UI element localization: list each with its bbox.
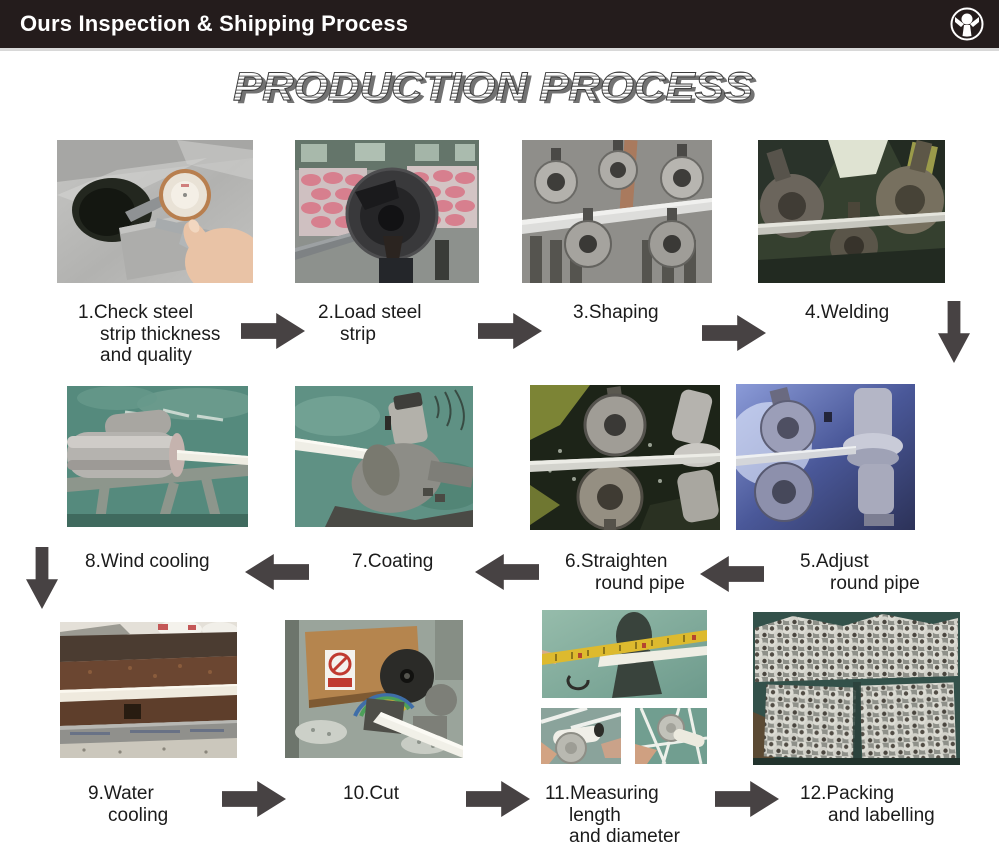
page-title: PRODUCTION PROCESS PRODUCTION PROCESS [233,65,758,112]
step-label-6: 6.Straighten round pipe [565,551,685,594]
flow-arrow-right-3-4 [702,315,766,351]
page-title-text: PRODUCTION PROCESS [233,65,753,109]
roller-assemblies [534,140,704,268]
step-label-8: 8.Wind cooling [85,551,210,572]
step-label-7: 7.Coating [352,551,434,572]
pipe-bundles [755,614,958,762]
bottom-roller [576,463,644,530]
step-label-11: 11.Measuring length and diameter [545,783,680,842]
step-label-5: 5.Adjust round pipe [800,551,920,594]
right-cylinders [671,389,720,523]
coating-head [351,392,473,513]
header-bar: Ours Inspection & Shipping Process [0,0,999,48]
step-label-10: 10.Cut [343,783,399,804]
photo-step-1-check-strip [57,140,253,283]
flow-arrow-left-7-8 [245,554,309,590]
warning-sticker [325,650,355,690]
photo-step-11-measuring-sub1 [541,708,621,764]
flow-arrow-left-5-6 [700,556,764,592]
brand-logo-icon [950,7,984,41]
hand [183,219,253,283]
flow-arrow-down-8-9 [26,547,58,609]
flow-arrow-right-9-10 [222,781,286,817]
photo-step-2-load-strip [295,140,479,283]
photo-step-9-water-cooling [60,622,237,758]
flow-arrow-right-10-11 [466,781,530,817]
left-rollers [754,387,816,522]
photo-step-3-shaping [522,140,712,283]
header-title: Ours Inspection & Shipping Process [20,11,409,36]
flow-arrow-right-11-12 [715,781,779,817]
photo-step-8-wind-cooling [67,386,248,527]
photo-step-5-adjust [736,384,915,530]
photo-step-7-coating [295,386,473,527]
step-label-4: 4.Welding [805,302,890,323]
dial-gauge [159,169,211,221]
page-title-shadow: PRODUCTION PROCESS [237,68,757,112]
saw-blade [380,649,434,703]
flow-arrow-right-1-2 [241,313,305,349]
measuring-tape [542,630,707,665]
flow-arrow-right-2-3 [478,313,542,349]
flow-arrow-left-6-7 [475,554,539,590]
step-label-1: 1.Check steel strip thickness and qualit… [78,302,221,366]
step-label-3: 3.Shaping [573,302,659,323]
header-divider [0,48,999,51]
photo-step-4-welding [758,140,945,283]
photo-step-12-packing [753,612,960,765]
step-label-2: 2.Load steel strip [318,302,422,345]
step-label-9: 9.Water cooling [88,783,169,826]
photo-step-11-measuring-main [542,610,707,698]
flow-arrow-down-4-5 [938,301,970,363]
top-roller [583,386,647,457]
step-label-12: 12.Packing and labelling [800,783,935,826]
cooling-cylinder [67,432,185,478]
photo-step-10-cut [285,620,463,758]
right-cylinder-stack [843,388,903,526]
photo-step-11-measuring-sub2 [635,708,707,764]
photo-step-6-straighten [530,385,720,530]
steel-coil [345,167,439,261]
